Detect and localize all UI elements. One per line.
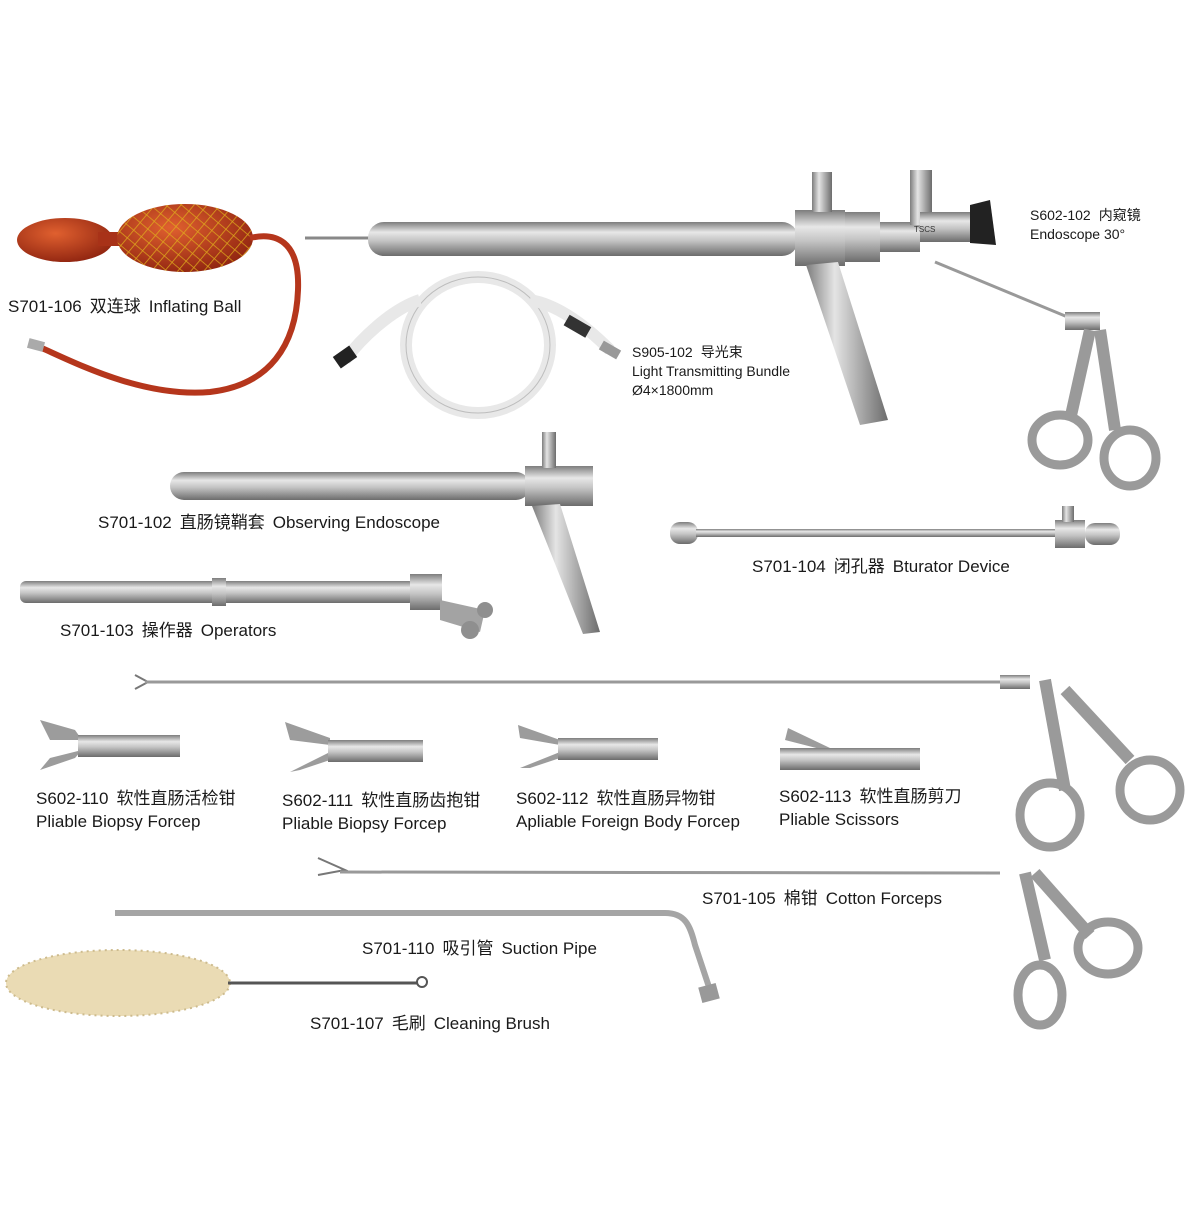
- product-name-cn: 闭孔器: [833, 557, 885, 576]
- product-code: S602-113: [779, 787, 852, 806]
- inflating-ball-image: [17, 204, 302, 396]
- foreign-body-forcep-label: S602-112 软性直肠异物钳 Apliable Foreign Body Fo…: [516, 788, 740, 834]
- product-name-cn: 毛刷: [391, 1014, 426, 1033]
- long-forceps-image: [134, 674, 1185, 852]
- product-name-en: Pliable Biopsy Forcep: [282, 813, 447, 833]
- cotton-forceps-image: [317, 857, 1143, 1030]
- product-code: S701-103: [60, 621, 134, 640]
- product-name-en: Suction Pipe: [501, 939, 597, 958]
- product-code: S701-102: [98, 513, 172, 532]
- product-code: S701-104: [752, 557, 826, 576]
- product-name-en: Pliable Scissors: [779, 809, 899, 829]
- product-code: S602-112: [516, 789, 589, 808]
- endoscope-label: S602-102 内窥镜 Endoscope 30°: [1030, 206, 1141, 244]
- pliable-scissors-label: S602-113 软性直肠剪刀 Pliable Scissors: [779, 786, 961, 832]
- cotton-forceps-label: S701-105 棉钳 Cotton Forceps: [702, 888, 942, 911]
- endoscope-brand-engraving: TSCS: [914, 225, 935, 234]
- cleaning-brush-label: S701-107 毛刷 Cleaning Brush: [310, 1013, 550, 1036]
- product-code: S905-102: [632, 344, 693, 360]
- product-name-en: Endoscope 30°: [1030, 225, 1126, 242]
- product-code: S602-110: [36, 789, 109, 808]
- product-name-en: Cotton Forceps: [825, 889, 942, 908]
- cleaning-brush-image: [5, 949, 428, 1017]
- operators-label: S701-103 操作器 Operators: [60, 620, 276, 643]
- bturator-device-label: S701-104 闭孔器 Bturator Device: [752, 556, 1010, 579]
- product-code: S701-105: [702, 889, 776, 908]
- product-name-cn: 软性直肠异物钳: [596, 789, 716, 808]
- product-name-cn: 内窥镜: [1098, 207, 1141, 223]
- endoscope-image: TSCS: [305, 170, 1071, 425]
- product-name-en: Cleaning Brush: [433, 1014, 550, 1033]
- product-name-en: Pliable Biopsy Forcep: [36, 811, 201, 831]
- product-name-en: Operators: [200, 621, 277, 640]
- biopsy-forcep-1-label: S602-110 软性直肠活检钳 Pliable Biopsy Forcep: [36, 788, 235, 834]
- product-name-en: Bturator Device: [892, 557, 1010, 576]
- pliable-scissors-image: [780, 728, 920, 770]
- product-code: S701-106: [8, 297, 82, 316]
- product-name-cn: 软性直肠齿抱钳: [361, 791, 481, 810]
- product-code: S701-110: [362, 939, 435, 958]
- suction-pipe-image: [115, 910, 720, 1004]
- product-code: S602-111: [282, 791, 354, 810]
- product-name-cn: 棉钳: [783, 889, 818, 908]
- forceps-handle-top: [1027, 312, 1161, 491]
- product-name-cn: 导光束: [700, 344, 743, 360]
- product-name-cn: 软性直肠活检钳: [116, 789, 236, 808]
- inflating-ball-label: S701-106 双连球 Inflating Ball: [8, 296, 241, 319]
- foreign-body-forcep-image: [518, 725, 658, 768]
- observing-endoscope-label: S701-102 直肠镜鞘套 Observing Endoscope: [98, 512, 440, 535]
- light-bundle-image: [332, 271, 622, 419]
- suction-pipe-label: S701-110 吸引管 Suction Pipe: [362, 938, 597, 961]
- product-name-cn: 双连球: [89, 297, 141, 316]
- product-name-cn: 操作器: [141, 621, 193, 640]
- product-name-en: Inflating Ball: [148, 297, 242, 316]
- biopsy-forcep-1-image: [40, 720, 180, 770]
- observing-endoscope-image: [170, 432, 600, 634]
- product-name-en: Light Transmitting Bundle: [632, 362, 790, 379]
- product-spec: Ø4×1800mm: [632, 381, 714, 398]
- product-name-cn: 直肠镜鞘套: [179, 513, 265, 532]
- biopsy-forcep-2-label: S602-111 软性直肠齿抱钳 Pliable Biopsy Forcep: [282, 790, 480, 836]
- light-bundle-label: S905-102 导光束 Light Transmitting Bundle Ø4…: [632, 343, 790, 400]
- biopsy-forcep-2-image: [285, 722, 423, 772]
- bturator-device-image: [670, 506, 1120, 548]
- product-name-en: Apliable Foreign Body Forcep: [516, 811, 740, 831]
- product-name-cn: 吸引管: [442, 939, 494, 958]
- product-name-en: Observing Endoscope: [272, 513, 441, 532]
- operators-image: [20, 574, 493, 639]
- product-code: S602-102: [1030, 207, 1091, 223]
- product-code: S701-107: [310, 1014, 384, 1033]
- product-name-cn: 软性直肠剪刀: [859, 787, 962, 806]
